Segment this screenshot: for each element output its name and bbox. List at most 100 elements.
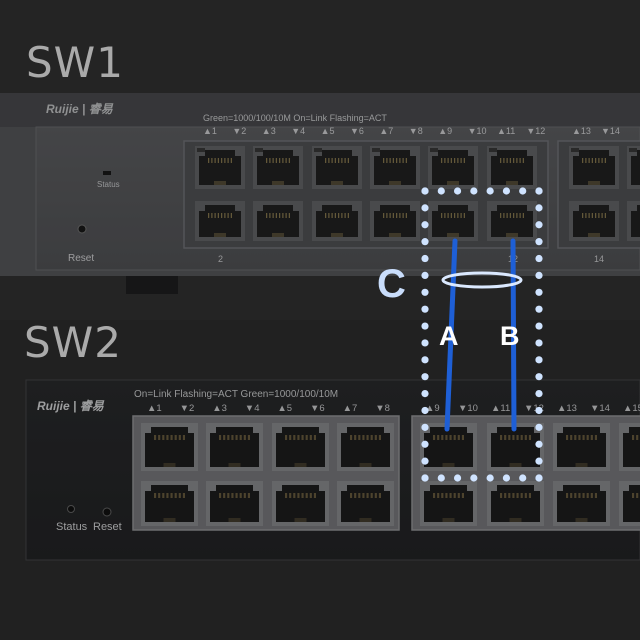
sw2-port-bottom-2 bbox=[206, 481, 263, 526]
sw2-port-bottom-8 bbox=[619, 481, 640, 526]
sw1-port-number-8: ▼8 bbox=[409, 126, 423, 136]
sw2-brand-logo: Ruijie | 睿易 bbox=[37, 399, 105, 413]
sw1-led-8 bbox=[629, 148, 637, 152]
sw1-port-number-11: ▲11 bbox=[497, 126, 515, 136]
sw2-port-bottom-3 bbox=[272, 481, 329, 526]
sw1-port-top-3 bbox=[312, 146, 362, 189]
sw1-port-bottom-8 bbox=[627, 201, 640, 241]
sw2-port-bottom-7 bbox=[553, 481, 610, 526]
switch-sw1: Ruijie | 睿易 Green=1000/100/10M On=Link F… bbox=[0, 93, 640, 294]
sw1-port-bottom-7 bbox=[569, 201, 619, 241]
sw2-port-number-6: ▼6 bbox=[310, 403, 325, 414]
cable-a bbox=[444, 238, 458, 432]
sw1-port-number-10: ▼10 bbox=[468, 126, 487, 136]
sw2-g2-port-number-3: ▲11 bbox=[491, 403, 510, 414]
sw2-port-top-1 bbox=[141, 423, 198, 471]
sw1-port-number-4: ▼4 bbox=[291, 126, 305, 136]
sw1-g2-port-number-2: ▼14 bbox=[601, 126, 620, 136]
callout-c: C bbox=[377, 262, 406, 306]
cables bbox=[444, 238, 517, 432]
sw1-ports bbox=[195, 146, 640, 241]
sw1-top-band bbox=[0, 93, 640, 127]
sw1-led-6 bbox=[489, 148, 497, 152]
sw1-brand-logo: Ruijie | 睿易 bbox=[46, 102, 114, 116]
sw2-port-top-2 bbox=[206, 423, 263, 471]
sw2-legend: On=Link Flashing=ACT Green=1000/100/10M bbox=[134, 389, 338, 400]
sw1-port-bottom-6 bbox=[487, 201, 537, 241]
sw1-port-top-7 bbox=[569, 146, 619, 189]
sw2-port-number-2: ▼2 bbox=[180, 403, 195, 414]
sw2-g2-port-number-5: ▲13 bbox=[557, 403, 577, 414]
sw2-port-number-1: ▲1 bbox=[147, 403, 162, 414]
sw1-port-number-6: ▼6 bbox=[350, 126, 364, 136]
sw2-port-bottom-1 bbox=[141, 481, 198, 526]
sw2-port-number-5: ▲5 bbox=[277, 403, 292, 414]
sw2-reset-label: Reset bbox=[93, 521, 122, 533]
sw2-port-top-6 bbox=[487, 423, 544, 471]
sw2-port-number-8: ▼8 bbox=[375, 403, 390, 414]
sw1-port-number-9: ▲9 bbox=[438, 126, 452, 136]
sw1-legend: Green=1000/100/10M On=Link Flashing=ACT bbox=[203, 113, 387, 123]
sw1-bottom-label-3: 14 bbox=[594, 254, 604, 264]
sw2-port-top-8 bbox=[619, 423, 640, 471]
sw1-port-top-5 bbox=[428, 146, 478, 189]
sw2-status-led bbox=[67, 505, 75, 513]
sw1-port-number-2: ▼2 bbox=[232, 126, 246, 136]
sw1-port-numbers: ▲1 ▼2 ▲3 ▼4 ▲5 ▼6 ▲7 ▼8 ▲9 ▼10 ▲11 ▼12 ▲13 ▼14 bbox=[203, 126, 620, 136]
sw2-ports bbox=[141, 423, 640, 526]
sw1-port-bottom-2 bbox=[253, 201, 303, 241]
sw1-led-2 bbox=[255, 148, 263, 152]
sw2-port-number-3: ▲3 bbox=[212, 403, 227, 414]
sw2-port-bottom-6 bbox=[487, 481, 544, 526]
sw1-status-led bbox=[103, 171, 111, 175]
sw2-port-top-3 bbox=[272, 423, 329, 471]
sw1-port-top-2 bbox=[253, 146, 303, 189]
sw1-led-4 bbox=[372, 148, 380, 152]
sw1-g2-port-number-1: ▲13 bbox=[572, 126, 591, 136]
sw2-g2-port-number-4: ▼12 bbox=[524, 403, 544, 414]
switch-sw2: Ruijie | 睿易 On=Link Flashing=ACT Green=1… bbox=[25, 379, 640, 561]
highlight-dotted-frame bbox=[421, 187, 543, 482]
sw2-port-number-7: ▲7 bbox=[343, 403, 358, 414]
sw2-g2-port-number-2: ▼10 bbox=[458, 403, 478, 414]
sw2-port-bottom-5 bbox=[420, 481, 477, 526]
sw1-status-label: Status bbox=[97, 180, 120, 189]
sw1-port-bottom-4 bbox=[370, 201, 420, 241]
sw2-port-top-7 bbox=[553, 423, 610, 471]
sw1-port-top-4 bbox=[370, 146, 420, 189]
callout-b: B bbox=[500, 321, 520, 351]
sw1-led-3 bbox=[314, 148, 322, 152]
sw1-port-top-1 bbox=[195, 146, 245, 189]
sw1-port-bottom-3 bbox=[312, 201, 362, 241]
sw2-port-numbers: ▲1 ▼2 ▲3 ▼4 ▲5 ▼6 ▲7 ▼8 ▲9 ▼10 ▲11 ▼12 ▲13 ▼14 ▲15 bbox=[147, 403, 640, 414]
sw1-port-bottom-1 bbox=[195, 201, 245, 241]
switch-label-sw2: SW2 bbox=[24, 318, 122, 367]
sw1-port-number-5: ▲5 bbox=[321, 126, 335, 136]
sw1-bottom-label-1: 2 bbox=[218, 254, 223, 264]
sw1-port-number-7: ▲7 bbox=[379, 126, 393, 136]
sw2-port-top-4 bbox=[337, 423, 394, 471]
cable-b bbox=[510, 238, 517, 432]
sw2-reset-hole bbox=[102, 507, 112, 517]
sw1-port-number-1: ▲1 bbox=[203, 126, 217, 136]
sw2-g2-port-number-6: ▼14 bbox=[590, 403, 610, 414]
sw1-reset-hole bbox=[77, 224, 87, 234]
sw1-port-top-8 bbox=[627, 146, 640, 189]
sw2-port-number-4: ▼4 bbox=[245, 403, 260, 414]
sw2-g2-port-number-1: ▲9 bbox=[425, 403, 440, 414]
sw1-port-number-3: ▲3 bbox=[262, 126, 276, 136]
aggregation-ring bbox=[441, 271, 523, 289]
sw1-foot bbox=[126, 276, 178, 294]
switch-label-sw1: SW1 bbox=[26, 38, 124, 87]
sw1-port-number-12: ▼12 bbox=[526, 126, 545, 136]
sw1-led-7 bbox=[571, 148, 579, 152]
sw1-reset-label: Reset bbox=[68, 253, 94, 264]
sw1-led-5 bbox=[430, 148, 438, 152]
sw1-port-bottom-5 bbox=[428, 201, 478, 241]
callout-a: A bbox=[439, 321, 459, 351]
sw2-g2-port-number-7: ▲15 bbox=[623, 403, 640, 414]
sw2-port-bottom-4 bbox=[337, 481, 394, 526]
